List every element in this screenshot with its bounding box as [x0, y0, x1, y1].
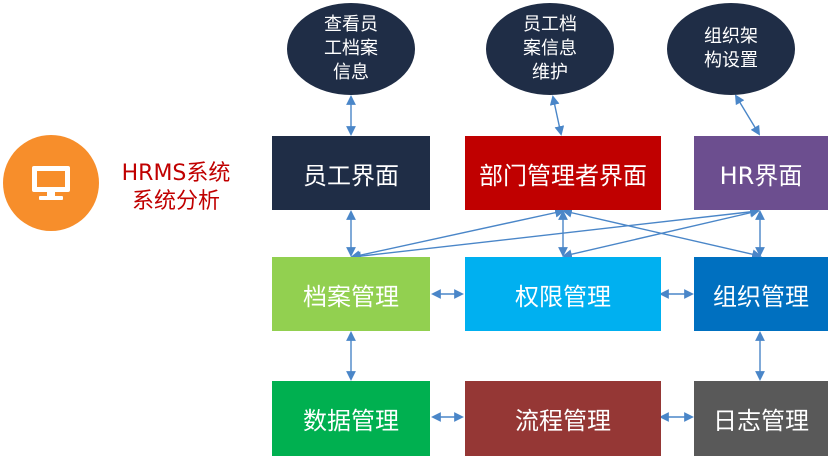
interface-employee: 员工界面 — [272, 136, 430, 210]
link-dept-to-archive — [350, 207, 565, 261]
interface-dept-manager: 部门管理者界面 — [465, 136, 661, 210]
function-org-setup: 组织架 构设置 — [667, 3, 795, 95]
function-view-archive: 查看员 工档案 信息 — [287, 3, 415, 95]
module-organization: 组织管理 — [694, 257, 828, 331]
module-process: 流程管理 — [465, 381, 661, 456]
interface-hr: HR界面 — [694, 136, 828, 210]
function-maintain-archive: 员工档 案信息 维护 — [486, 3, 614, 95]
link-org-to-hr — [734, 94, 761, 136]
link-hr-to-archive — [351, 207, 760, 261]
system-title-line2: 系统分析 — [131, 189, 220, 214]
logo-circle — [3, 135, 99, 231]
module-permission: 权限管理 — [465, 257, 661, 331]
module-log: 日志管理 — [694, 381, 828, 456]
system-title: HRMS系统 系统分析 — [114, 160, 238, 216]
link-hr-to-permission — [562, 207, 760, 260]
link-maintain-to-dept — [549, 95, 565, 136]
system-title-line1: HRMS系统 — [121, 161, 231, 186]
module-data: 数据管理 — [272, 381, 430, 456]
computer-icon — [32, 166, 70, 200]
module-archive: 档案管理 — [272, 257, 430, 331]
